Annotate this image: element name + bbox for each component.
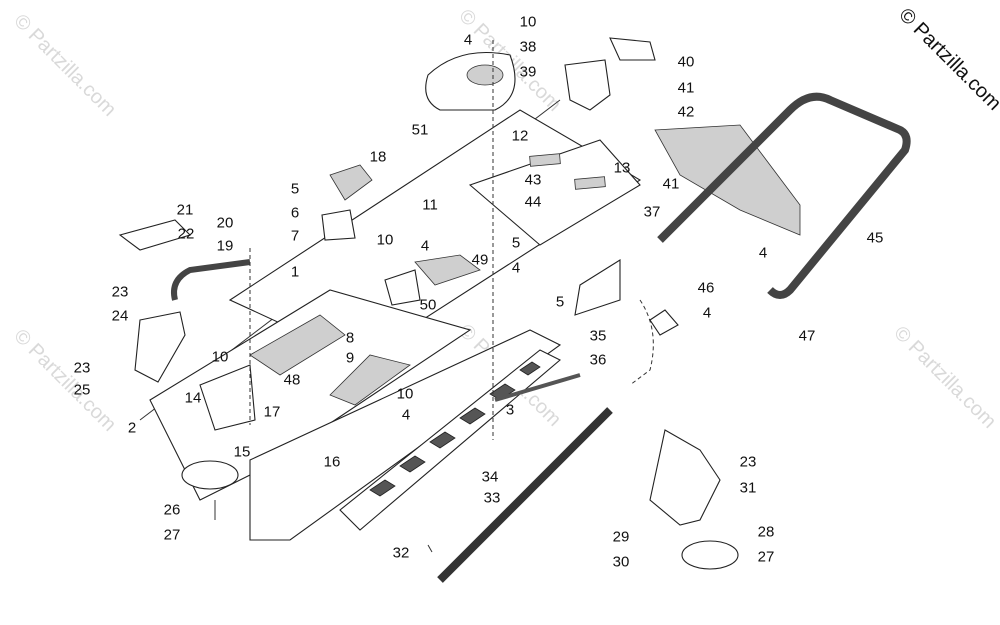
footrest-31 <box>649 429 721 526</box>
rear-rail-33 <box>437 407 613 583</box>
bracket-38 <box>564 59 611 111</box>
vent-43 <box>529 153 561 167</box>
rail-3 <box>494 373 581 402</box>
callout-4-c: 4 <box>702 304 712 322</box>
callout-5-a: 5 <box>290 180 300 198</box>
callout-35: 35 <box>589 327 607 345</box>
callout-18: 18 <box>369 148 387 166</box>
callout-33: 33 <box>483 489 501 507</box>
callout-4-mid: 4 <box>420 237 430 255</box>
callout-32: 32 <box>392 544 410 562</box>
callout-10-mid: 10 <box>376 231 394 249</box>
callout-14: 14 <box>184 389 202 407</box>
callout-43: 43 <box>524 171 542 189</box>
callout-23-a: 23 <box>111 283 129 301</box>
callout-17: 17 <box>263 403 281 421</box>
snow-flap-42 <box>654 124 801 236</box>
callout-15: 15 <box>233 443 251 461</box>
callout-40: 40 <box>677 53 695 71</box>
leader-32 <box>427 544 433 553</box>
callout-5-c: 5 <box>555 293 565 311</box>
bracket-14 <box>199 364 256 431</box>
callout-16: 16 <box>323 453 341 471</box>
callout-6: 6 <box>290 204 300 222</box>
bracket-7 <box>321 209 356 241</box>
cover-21 <box>118 219 192 251</box>
callout-42: 42 <box>677 103 695 121</box>
callout-24: 24 <box>111 307 129 325</box>
callout-5-b: 5 <box>511 234 521 252</box>
panel-50 <box>384 269 421 306</box>
callout-2: 2 <box>127 419 137 437</box>
cap-40 <box>609 37 656 61</box>
callout-4-b: 4 <box>511 259 521 277</box>
callout-23-b: 23 <box>73 359 91 377</box>
callout-39: 39 <box>519 63 537 81</box>
callout-4-top: 4 <box>463 31 473 49</box>
callout-26: 26 <box>163 501 181 519</box>
callout-30: 30 <box>612 553 630 571</box>
callout-28: 28 <box>757 523 775 541</box>
callout-10-bottom: 10 <box>396 385 414 403</box>
grip-pad-8 <box>249 314 346 376</box>
callout-4-right: 4 <box>758 244 768 262</box>
callout-46: 46 <box>697 279 715 297</box>
callout-44: 44 <box>524 193 542 211</box>
callout-47: 47 <box>798 327 816 345</box>
callout-37: 37 <box>643 203 661 221</box>
callout-48: 48 <box>283 371 301 389</box>
rear-bumper-45 <box>657 92 911 299</box>
guard-24 <box>134 311 186 383</box>
plate-28 <box>681 540 739 570</box>
strap-36 <box>629 299 654 386</box>
callout-41-mid: 41 <box>662 175 680 193</box>
callout-41-top: 41 <box>677 79 695 97</box>
callout-10-top: 10 <box>519 13 537 31</box>
callout-11: 11 <box>422 196 438 214</box>
callout-7: 7 <box>290 227 300 245</box>
callout-19: 19 <box>216 237 234 255</box>
callout-21: 21 <box>176 201 194 219</box>
plate-26 <box>181 460 239 490</box>
grip-pad-49 <box>414 254 481 286</box>
callout-20: 20 <box>216 214 234 232</box>
handle-19 <box>171 259 251 301</box>
callout-10-low: 10 <box>211 348 229 366</box>
callout-13: 13 <box>613 159 631 177</box>
callout-51: 51 <box>411 121 429 139</box>
callout-29: 29 <box>612 528 630 546</box>
callout-9: 9 <box>345 349 355 367</box>
callout-8: 8 <box>345 329 355 347</box>
callout-3: 3 <box>505 401 515 419</box>
callout-34: 34 <box>481 468 499 486</box>
callout-49: 49 <box>471 251 489 269</box>
callout-27-right: 27 <box>757 548 775 566</box>
grip-pad-48 <box>329 354 411 406</box>
callout-25: 25 <box>73 381 91 399</box>
callout-45: 45 <box>866 229 884 247</box>
callout-50: 50 <box>419 296 437 314</box>
callout-38: 38 <box>519 38 537 56</box>
callout-12: 12 <box>511 127 529 145</box>
callout-27-left: 27 <box>163 526 181 544</box>
mount-18 <box>329 164 373 201</box>
vent-44 <box>574 176 606 190</box>
callout-23-c: 23 <box>739 453 757 471</box>
running-board-cutouts <box>369 361 541 497</box>
callout-31: 31 <box>739 479 757 497</box>
seat-pad-cutout <box>466 64 504 86</box>
callout-4-d: 4 <box>401 406 411 424</box>
callout-1: 1 <box>290 263 300 281</box>
callout-22: 22 <box>177 225 195 243</box>
bracket-35 <box>574 259 621 316</box>
plate-4-46 <box>649 309 679 336</box>
callout-36: 36 <box>589 351 607 369</box>
